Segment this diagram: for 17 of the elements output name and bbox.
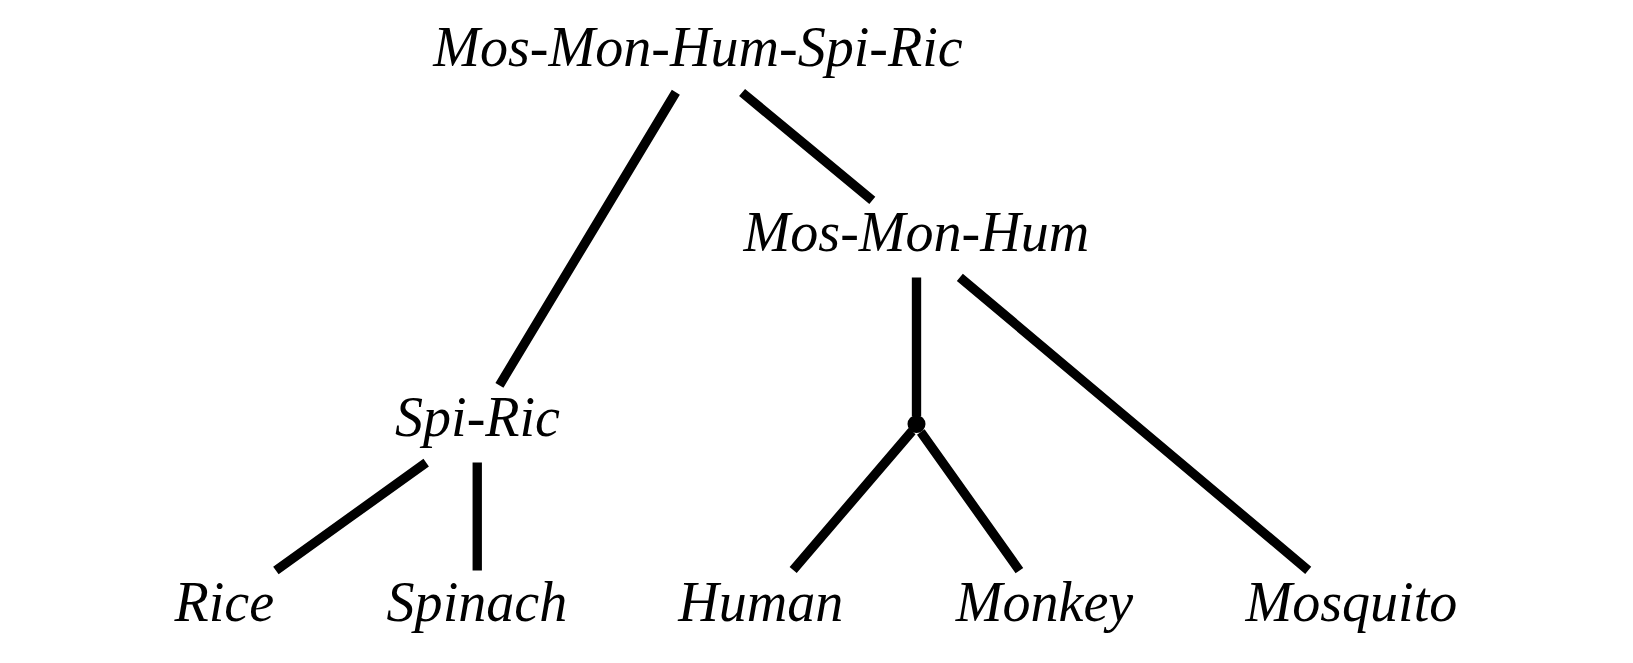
node-text: Mosquito xyxy=(1245,571,1458,634)
node-text: Rice xyxy=(174,571,275,634)
connector xyxy=(789,428,916,574)
node-text: Human xyxy=(678,571,844,634)
node-text: Spi-Ric xyxy=(395,386,561,449)
connector xyxy=(472,462,482,571)
connector xyxy=(495,89,680,388)
node-text: Monkey xyxy=(955,571,1134,634)
node-text: Mos-Mon-Hum-Spi-Ric xyxy=(433,16,963,79)
node-point xyxy=(907,415,926,434)
connector xyxy=(911,277,922,416)
node-text: Mos-Mon-Hum xyxy=(743,201,1090,264)
connector xyxy=(739,88,876,205)
connector xyxy=(956,273,1312,574)
connector xyxy=(273,458,429,575)
connector xyxy=(917,429,1024,574)
node-text: Spinach xyxy=(386,571,568,634)
